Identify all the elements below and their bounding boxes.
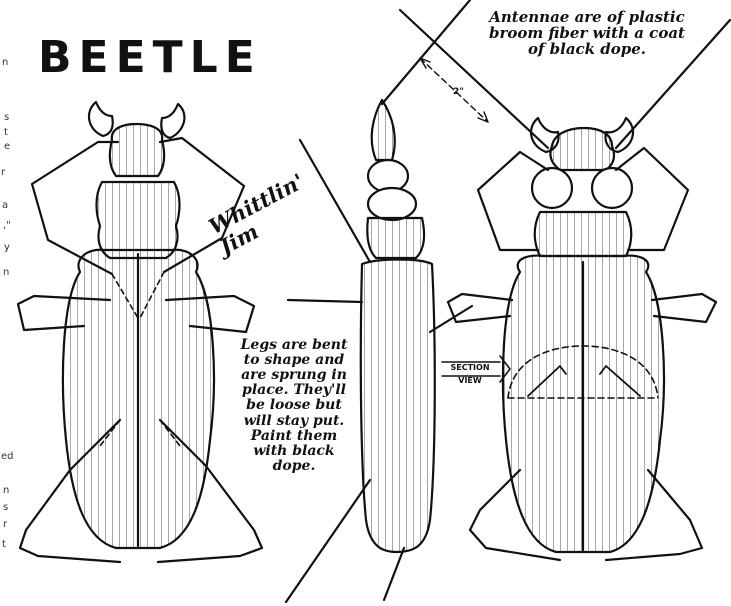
right-beetle-middle-leg-right [652, 294, 716, 322]
edge-fragment: r [3, 520, 7, 530]
edge-fragment: n [3, 486, 9, 496]
left-beetle [18, 102, 262, 562]
edge-fragment: s [4, 113, 9, 123]
edge-fragment: t [4, 128, 8, 138]
left-beetle-head [110, 124, 164, 176]
edge-fragment: n [3, 268, 9, 278]
right-beetle-thorax [535, 212, 632, 256]
edge-fragment: s [3, 503, 8, 513]
right-beetle-middle-leg-left [448, 294, 512, 322]
right-beetle-eye-left [532, 168, 572, 208]
legs-note: Legs are bent to shape and are sprung in… [224, 338, 364, 474]
right-beetle [400, 10, 730, 560]
edge-fragment: t [2, 540, 6, 550]
side-beetle-thorax-segment [368, 188, 416, 220]
edge-fragment: y [4, 243, 10, 253]
side-beetle-collar [367, 218, 424, 258]
section-view-label: SECTION VIEW [440, 362, 500, 388]
right-beetle-eye-right [592, 168, 632, 208]
side-beetle-tip [372, 100, 395, 160]
edge-fragment: r [1, 168, 5, 178]
edge-fragment: a [2, 201, 8, 211]
side-beetle [286, 0, 472, 602]
left-beetle-thorax [97, 182, 180, 258]
edge-fragment: n [2, 58, 8, 68]
edge-fragment: e [4, 142, 10, 152]
antennae-note: Antennae are of plastic broom fiber with… [452, 10, 722, 57]
edge-fragment: ed [1, 452, 14, 462]
edge-fragment: ," [3, 221, 11, 231]
side-beetle-body [361, 260, 435, 553]
dimension-label: 2" [453, 88, 464, 97]
right-beetle-head [550, 128, 614, 170]
page-title: BEETLE [38, 36, 262, 80]
